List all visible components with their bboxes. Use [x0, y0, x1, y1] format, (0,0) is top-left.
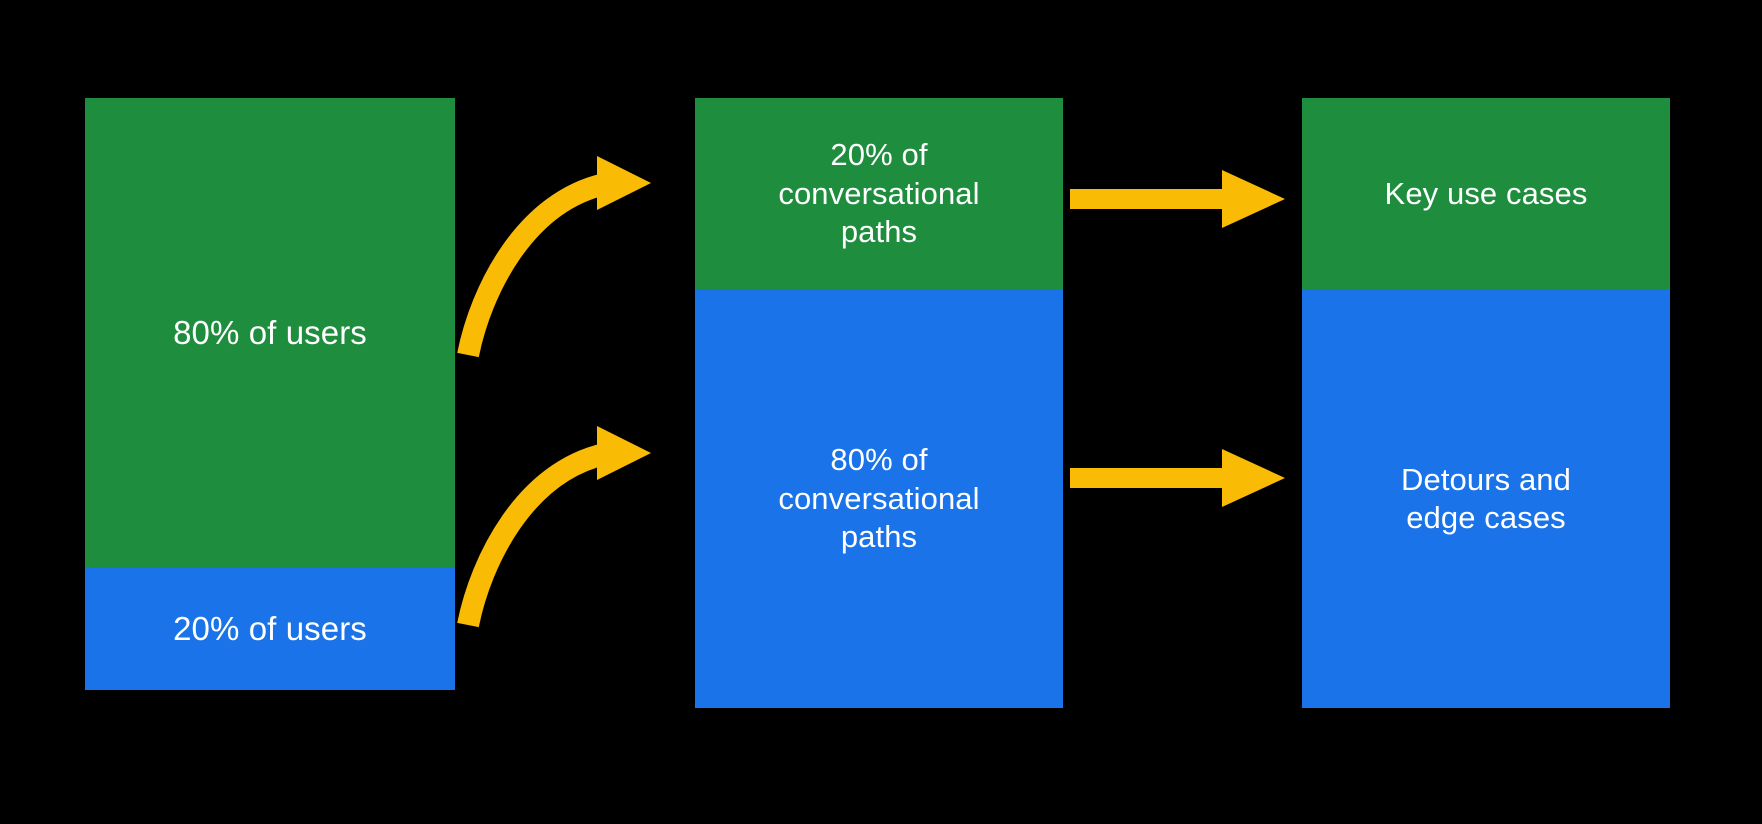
segment-users-majority-label: 80% of users [173, 313, 367, 351]
users-column: 80% of users 20% of users [85, 98, 455, 690]
segment-users-minority: 20% of users [85, 568, 455, 690]
segment-paths-majority-label: 80% of conversational paths [778, 442, 980, 555]
segment-users-minority-label: 20% of users [173, 609, 367, 647]
segment-paths-minority: 20% of conversational paths [695, 98, 1063, 290]
segment-key-use-cases: Key use cases [1302, 98, 1670, 290]
segment-paths-minority-label: 20% of conversational paths [778, 137, 980, 250]
segment-detours-edge-cases-label: Detours and edge cases [1401, 461, 1571, 535]
use-cases-column: Key use cases Detours and edge cases [1302, 98, 1670, 708]
segment-detours-edge-cases: Detours and edge cases [1302, 290, 1670, 708]
curved-arrow-icon-top [457, 156, 651, 358]
segment-key-use-cases-label: Key use cases [1384, 175, 1588, 211]
straight-arrow-icon-top [1070, 170, 1285, 228]
segment-paths-majority: 80% of conversational paths [695, 290, 1063, 708]
straight-arrow-icon-bottom [1070, 449, 1285, 507]
segment-users-majority: 80% of users [85, 98, 455, 568]
conversational-paths-column: 20% of conversational paths 80% of conve… [695, 98, 1063, 708]
curved-arrow-icon-bottom [457, 426, 651, 628]
